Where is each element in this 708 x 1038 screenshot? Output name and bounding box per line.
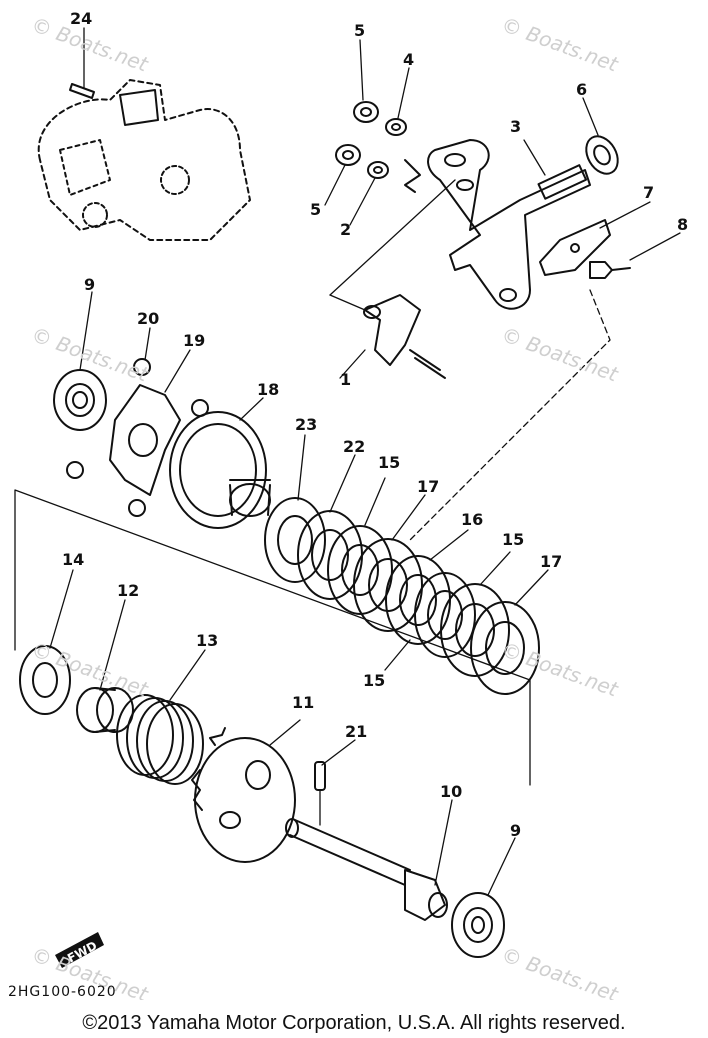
callout-22: 22 [343,437,365,456]
copyright-notice: ©2013 Yamaha Motor Corporation, U.S.A. A… [82,1012,626,1034]
callout-8: 8 [677,215,688,234]
part-12-collar [76,687,134,733]
callout-21: 21 [345,722,367,741]
part-5-nut-lower [335,144,361,166]
zigzag-guide [404,159,421,193]
watermark-8: © Boats.net [498,942,622,1000]
part-11-gear [191,727,296,863]
part-6-seal [585,135,619,175]
part-18-plate [169,411,271,529]
part-21-pin [314,761,326,826]
callout-6: 6 [576,80,587,99]
callout-23: 23 [295,415,317,434]
part-1-lever [363,294,446,379]
part-3-shift-arm [427,139,591,310]
part-7-plate [539,219,611,276]
callout-19: 19 [183,331,205,350]
callout-16: 16 [461,510,483,529]
callout-20: 20 [137,309,159,328]
part-13-spring [116,694,204,785]
callout-7: 7 [643,183,654,202]
callout-5-upper: 5 [354,21,365,40]
part-14-seal [19,645,71,715]
part-2-washer [367,161,389,179]
callout-1: 1 [340,370,351,389]
callout-9-lower: 9 [510,821,521,840]
leader-lines [49,27,681,896]
callout-15-b: 15 [502,530,524,549]
callout-14: 14 [62,550,84,569]
part-9-bearing-lower [451,892,505,958]
callout-24: 24 [70,9,92,28]
callout-9-upper: 9 [84,275,95,294]
watermark-5: © Boats.net [28,637,152,702]
callout-4: 4 [403,50,414,69]
part-24-pin [69,83,95,99]
watermarks: © Boats.net © Boats.net © Boats.net © Bo… [28,12,622,1007]
part-9-bearing-upper [53,369,107,431]
part-5-nut-upper [353,101,379,123]
part-8-screw [589,261,631,279]
watermark-4: © Boats.net [498,322,622,387]
callout-11: 11 [292,693,314,712]
callout-2: 2 [340,220,351,239]
callout-15-c: 15 [363,671,385,690]
callout-17-a: 17 [417,477,439,496]
part-4-washer [385,118,407,136]
engine-case-outline [37,79,251,241]
exploded-view-drawing: FWD © Boats.net © Boats.net © Boats.net … [8,9,688,1007]
watermark-3: © Boats.net [28,322,152,387]
callout-12: 12 [117,581,139,600]
diagram-part-number: 2HG100-6020 [8,984,117,1000]
callout-labels: 1 2 3 4 5 5 6 7 8 9 9 10 11 12 13 14 15 … [62,9,688,840]
watermark-2: © Boats.net [498,12,622,77]
callout-3: 3 [510,117,521,136]
callout-17-b: 17 [540,552,562,571]
callout-15-a: 15 [378,453,400,472]
part-19-cam [109,384,181,496]
callout-5-lower: 5 [310,200,321,219]
part-10-shaft [285,818,448,921]
callout-18: 18 [257,380,279,399]
callout-13: 13 [196,631,218,650]
callout-10: 10 [440,782,462,801]
